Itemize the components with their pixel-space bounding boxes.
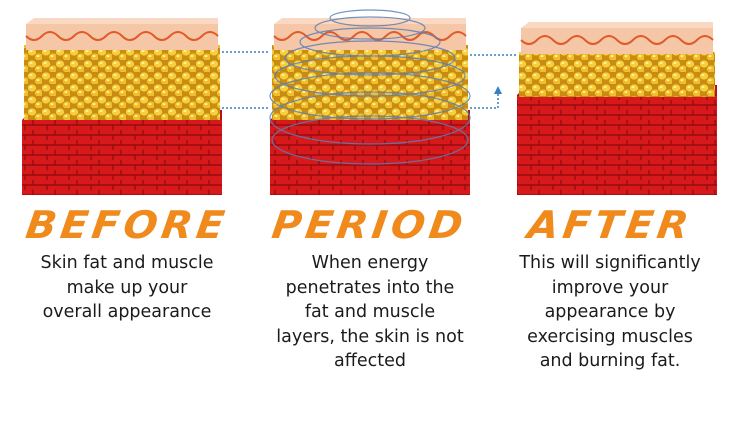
after-line-2: improve your	[551, 277, 669, 298]
before-line-2: make up your	[66, 277, 188, 298]
after-line-4: exercising muscles	[527, 326, 693, 347]
period-line-2: penetrates into the	[285, 277, 455, 298]
guide-lines	[222, 51, 517, 109]
before-tissue-block	[22, 18, 222, 195]
before-line-1: Skin fat and muscle	[40, 253, 214, 273]
period-title: PERIOD	[269, 203, 471, 247]
energy-waves	[269, 9, 471, 165]
period-line-4: layers, the skin is not	[276, 326, 464, 347]
before-skin-wave	[25, 31, 219, 41]
period-line-5: affected	[334, 351, 406, 371]
before-panel: BEFORE Skin fat and muscle make up your …	[12, 203, 242, 325]
after-line-1: This will significantly	[519, 253, 701, 273]
after-description: This will significantly improve your app…	[495, 251, 725, 374]
before-description: Skin fat and muscle make up your overall…	[12, 251, 242, 325]
arrow-up-icon	[494, 86, 502, 94]
period-line-1: When energy	[311, 253, 429, 273]
before-muscle-layer	[22, 120, 222, 195]
before-title: BEFORE	[22, 203, 232, 247]
period-skin-top	[274, 18, 466, 24]
period-fat-layer	[272, 45, 468, 120]
after-muscle-layer	[517, 95, 717, 195]
after-title: AFTER	[524, 203, 696, 247]
after-fat-layer	[519, 52, 715, 97]
period-muscle-layer	[270, 120, 470, 195]
period-panel: PERIOD When energy penetrates into the f…	[255, 203, 485, 374]
after-skin-top	[521, 22, 713, 28]
period-description: When energy penetrates into the fat and …	[255, 251, 485, 374]
period-tissue-block	[269, 9, 471, 195]
before-line-3: overall appearance	[42, 302, 212, 322]
after-line-3: appearance by	[544, 302, 676, 322]
period-line-3: fat and muscle	[304, 302, 436, 322]
before-skin-top	[26, 18, 218, 24]
after-panel: AFTER This will significantly improve yo…	[495, 203, 725, 374]
after-tissue-block	[517, 22, 717, 195]
before-fat-layer	[24, 45, 220, 120]
after-line-5: and burning fat.	[539, 351, 681, 371]
after-skin-wave	[520, 35, 714, 45]
